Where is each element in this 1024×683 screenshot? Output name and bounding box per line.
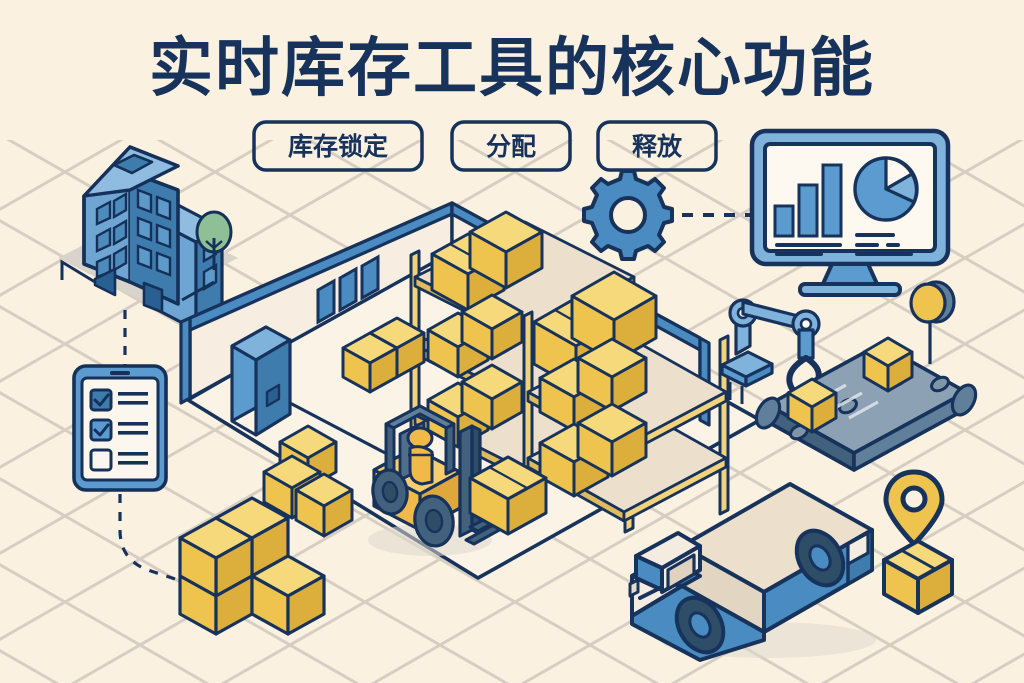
pill-inventory-lock-label: 库存锁定 bbox=[288, 132, 388, 161]
box-stack bbox=[178, 496, 326, 636]
rack-box bbox=[576, 402, 648, 478]
boxes-wall-group bbox=[341, 316, 426, 394]
conveyor-belt bbox=[754, 336, 978, 472]
page-title: 实时库存工具的核心功能 bbox=[149, 32, 875, 106]
balloon-marker bbox=[909, 280, 956, 364]
rack-box bbox=[468, 210, 544, 290]
delivery-truck bbox=[628, 482, 876, 662]
monitor-text-lines bbox=[775, 233, 913, 256]
connector-tablet-to-boxes bbox=[118, 494, 179, 582]
rack-box bbox=[460, 293, 524, 361]
parcel-box bbox=[368, 316, 426, 379]
settings-gear[interactable] bbox=[582, 169, 674, 261]
pill-inventory-lock[interactable]: 库存锁定 bbox=[252, 120, 424, 172]
rack-box bbox=[460, 363, 524, 431]
conveyor-box bbox=[862, 336, 914, 393]
pill-allocate-label: 分配 bbox=[486, 132, 536, 161]
checklist-item-1[interactable] bbox=[89, 388, 148, 412]
warehouse-window bbox=[316, 254, 380, 325]
conveyor-box bbox=[786, 377, 838, 434]
pill-release[interactable]: 释放 bbox=[596, 120, 718, 172]
rack-box bbox=[570, 270, 658, 364]
checklist-item-2[interactable] bbox=[89, 418, 148, 442]
map-pin bbox=[883, 469, 945, 547]
dashboard-monitor[interactable] bbox=[749, 128, 951, 297]
checklist-item-3[interactable] bbox=[89, 448, 148, 472]
rack-box bbox=[576, 337, 648, 413]
checklist-tablet[interactable] bbox=[72, 364, 168, 492]
warehouse-cabinet bbox=[230, 325, 292, 437]
pill-release-label: 释放 bbox=[632, 132, 683, 161]
boxes-floor-left-group bbox=[262, 424, 354, 538]
monitor-pie-chart bbox=[853, 156, 919, 222]
pill-allocate[interactable]: 分配 bbox=[450, 120, 572, 172]
monitor-bar-chart bbox=[773, 163, 843, 238]
parcel-box bbox=[294, 472, 354, 538]
forklift bbox=[368, 404, 548, 556]
parcel-box bbox=[882, 539, 954, 615]
forklift-box bbox=[468, 455, 548, 536]
shelf-rack-right bbox=[522, 270, 730, 534]
